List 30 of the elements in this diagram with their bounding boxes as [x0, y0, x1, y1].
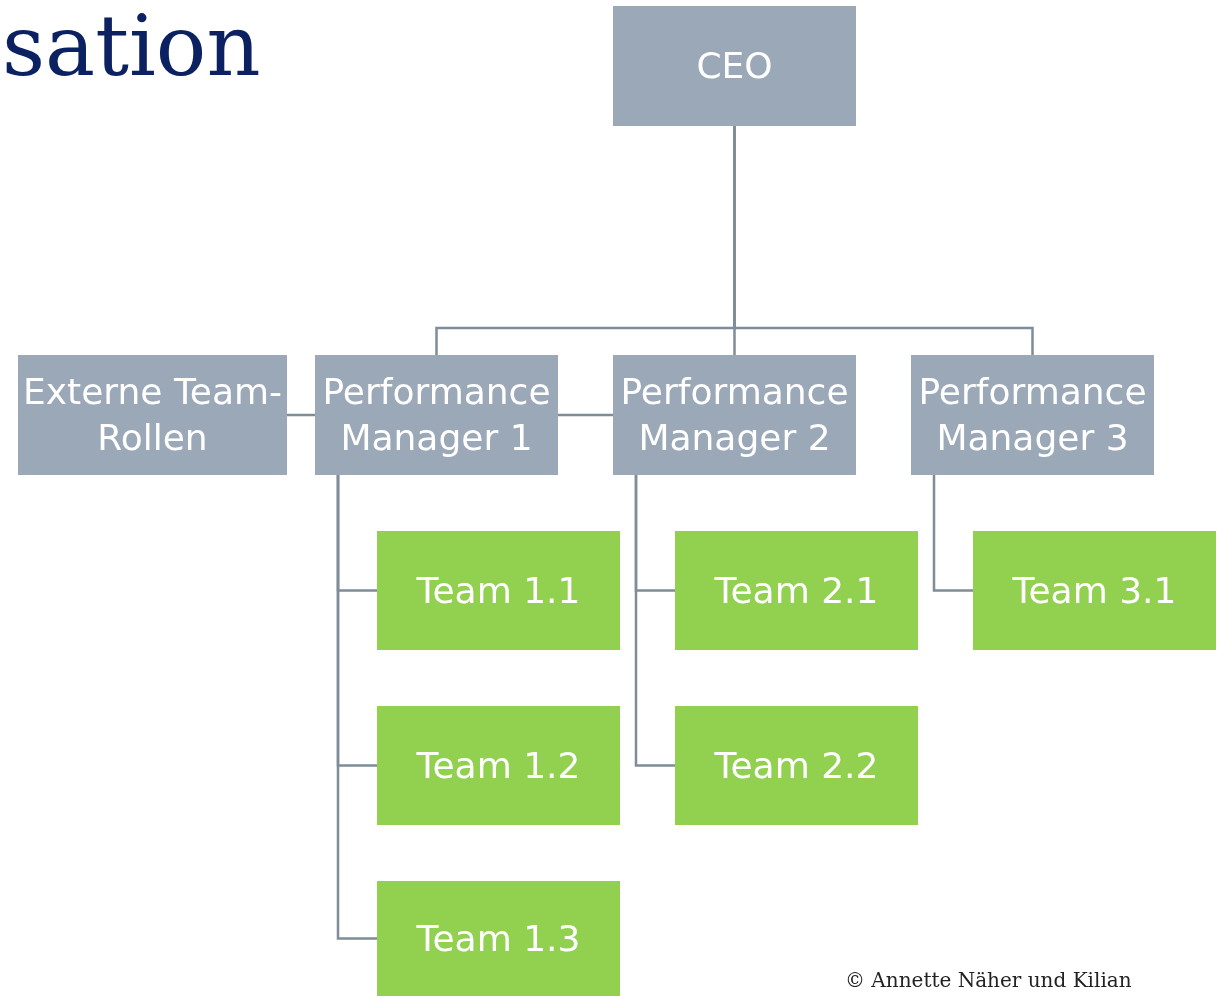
team-name: Team 2.2 [714, 743, 879, 788]
title: sation [2, 0, 261, 96]
connector-line [634, 475, 675, 767]
team-name: Team 1.2 [416, 743, 581, 788]
role-box [613, 6, 856, 126]
role-name: Performance Manager 3 [917, 370, 1148, 460]
team-box [973, 531, 1216, 650]
team-box [377, 531, 620, 650]
role-name: CEO [696, 44, 773, 88]
role-box [911, 355, 1154, 475]
team-box [675, 706, 918, 825]
team-box [377, 881, 620, 996]
team-name: Team 2.1 [714, 568, 879, 613]
connector-line [336, 475, 377, 940]
connector-line [932, 475, 973, 592]
role-name: Performance Manager 2 [619, 370, 850, 460]
team-name: Team 3.1 [1012, 568, 1177, 613]
role-box [315, 355, 558, 475]
team-name: Team 1.1 [416, 568, 581, 613]
connector-line [287, 413, 315, 417]
role-box [18, 355, 287, 475]
connector-line [733, 126, 1034, 355]
connector-line [558, 413, 613, 417]
team-name: Team 1.3 [416, 916, 581, 961]
role-name: Performance Manager 1 [321, 370, 552, 460]
team-box [377, 706, 620, 825]
team-box [675, 531, 918, 650]
role-name: Externe Team-Rollen [22, 370, 283, 460]
copyright-note: © Annette Näher und Kilian [845, 968, 1132, 992]
role-box [613, 355, 856, 475]
